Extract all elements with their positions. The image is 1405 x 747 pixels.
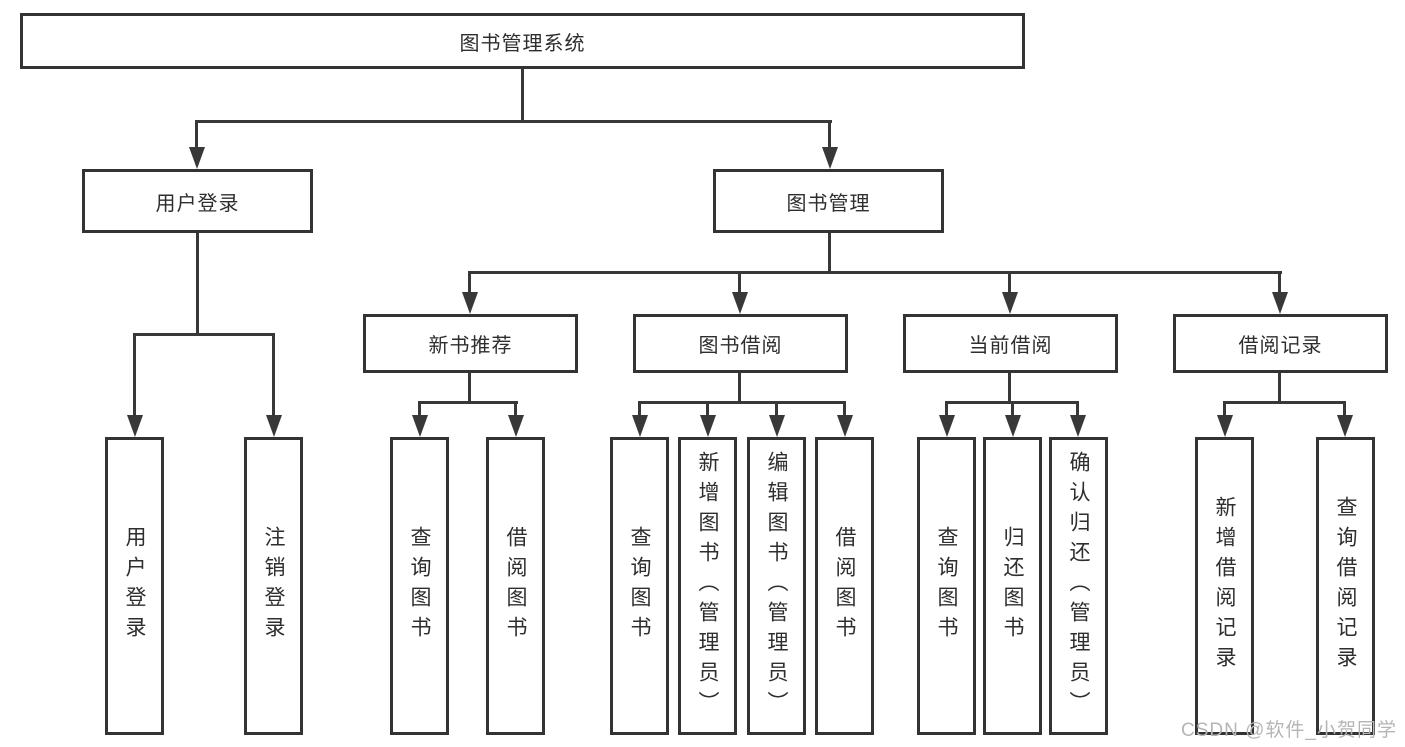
node-label: 图书借阅 xyxy=(698,335,783,357)
arrowhead-down xyxy=(266,415,282,437)
arrowhead-down xyxy=(462,292,478,314)
connector-line xyxy=(196,230,199,336)
leaf-label: 查询图书 xyxy=(408,526,431,646)
connector-line xyxy=(775,401,778,417)
arrowhead-down xyxy=(189,147,205,169)
node-label: 借阅记录 xyxy=(1238,335,1323,357)
connector-line xyxy=(638,401,641,417)
leaf-label: 归还图书 xyxy=(1001,526,1024,646)
arrowhead-down xyxy=(412,415,428,437)
node-root-label: 图书管理系统 xyxy=(459,32,586,55)
connector-line xyxy=(638,401,845,404)
leaf-return-books: 归还图书 xyxy=(983,437,1042,735)
connector-line xyxy=(468,371,471,403)
connector-line xyxy=(945,401,948,417)
connector-line xyxy=(468,271,471,293)
node-new-book-recommend: 新书推荐 xyxy=(363,314,578,373)
connector-line xyxy=(514,401,517,417)
arrowhead-down xyxy=(1005,415,1021,437)
connector-line xyxy=(828,120,831,148)
node-label: 用户登录 xyxy=(155,192,240,215)
connector-line xyxy=(469,271,1282,274)
connector-line xyxy=(1008,371,1011,403)
connector-line xyxy=(133,333,136,417)
node-root: 图书管理系统 xyxy=(20,13,1025,69)
connector-line xyxy=(738,371,741,403)
node-label: 当前借阅 xyxy=(968,335,1053,357)
node-book-management: 图书管理 xyxy=(713,169,944,233)
leaf-label: 查询图书 xyxy=(935,526,958,646)
leaf-user-login: 用户登录 xyxy=(105,437,164,735)
leaf-borrow-books: 借阅图书 xyxy=(486,437,545,735)
connector-line xyxy=(1008,271,1011,293)
leaf-logout: 注销登录 xyxy=(244,437,303,735)
connector-line xyxy=(738,271,741,293)
node-user-login: 用户登录 xyxy=(82,169,313,233)
leaf-label: 新增借阅记录 xyxy=(1213,496,1236,676)
connector-line xyxy=(1278,271,1281,293)
connector-line xyxy=(1011,401,1014,417)
leaf-confirm-return-admin: 确认归还（管理员） xyxy=(1049,437,1108,735)
arrowhead-down xyxy=(1070,415,1086,437)
arrowhead-down xyxy=(1217,415,1233,437)
connector-line xyxy=(272,333,275,417)
leaf-label: 确认归还（管理员） xyxy=(1067,451,1090,721)
arrowhead-down xyxy=(837,415,853,437)
leaf-edit-book-admin: 编辑图书（管理员） xyxy=(747,437,806,735)
arrowhead-down xyxy=(822,147,838,169)
arrowhead-down xyxy=(939,415,955,437)
arrowhead-down xyxy=(127,415,143,437)
connector-line xyxy=(1076,401,1079,417)
node-label: 新书推荐 xyxy=(428,335,513,357)
connector-line xyxy=(133,333,275,336)
arrowhead-down xyxy=(700,415,716,437)
arrowhead-down xyxy=(1002,292,1018,314)
leaf-add-borrow-record: 新增借阅记录 xyxy=(1195,437,1254,735)
leaf-label: 用户登录 xyxy=(123,526,146,646)
connector-line xyxy=(1223,401,1346,404)
arrowhead-down xyxy=(508,415,524,437)
connector-line xyxy=(1278,371,1281,403)
leaf-label: 注销登录 xyxy=(262,526,285,646)
connector-line xyxy=(1223,401,1226,417)
leaf-query-books-3: 查询图书 xyxy=(917,437,976,735)
leaf-label: 新增图书（管理员） xyxy=(696,451,719,721)
connector-line xyxy=(418,401,518,404)
node-borrowing-records: 借阅记录 xyxy=(1173,314,1388,373)
leaf-add-book-admin: 新增图书（管理员） xyxy=(678,437,737,735)
leaf-label: 借阅图书 xyxy=(833,526,856,646)
arrowhead-down xyxy=(1272,292,1288,314)
leaf-label: 借阅图书 xyxy=(504,526,527,646)
leaf-label: 查询借阅记录 xyxy=(1334,496,1357,676)
leaf-label: 查询图书 xyxy=(628,526,651,646)
node-current-borrowing: 当前借阅 xyxy=(903,314,1118,373)
node-book-borrowing: 图书借阅 xyxy=(633,314,848,373)
watermark: CSDN @软件_小贺同学 xyxy=(1181,720,1397,741)
connector-line xyxy=(843,401,846,417)
arrowhead-down xyxy=(632,415,648,437)
leaf-query-books: 查询图书 xyxy=(390,437,449,735)
leaf-label: 编辑图书（管理员） xyxy=(765,451,788,721)
connector-line xyxy=(828,230,831,274)
leaf-borrow-books-2: 借阅图书 xyxy=(815,437,874,735)
connector-line xyxy=(1343,401,1346,417)
leaf-query-books-2: 查询图书 xyxy=(610,437,669,735)
connector-line xyxy=(195,120,198,148)
connector-line xyxy=(706,401,709,417)
connector-line xyxy=(196,120,832,123)
arrowhead-down xyxy=(732,292,748,314)
connector-line xyxy=(521,66,524,122)
arrowhead-down xyxy=(769,415,785,437)
node-label: 图书管理 xyxy=(786,192,871,215)
leaf-query-borrow-record: 查询借阅记录 xyxy=(1316,437,1375,735)
connector-line xyxy=(418,401,421,417)
arrowhead-down xyxy=(1337,415,1353,437)
